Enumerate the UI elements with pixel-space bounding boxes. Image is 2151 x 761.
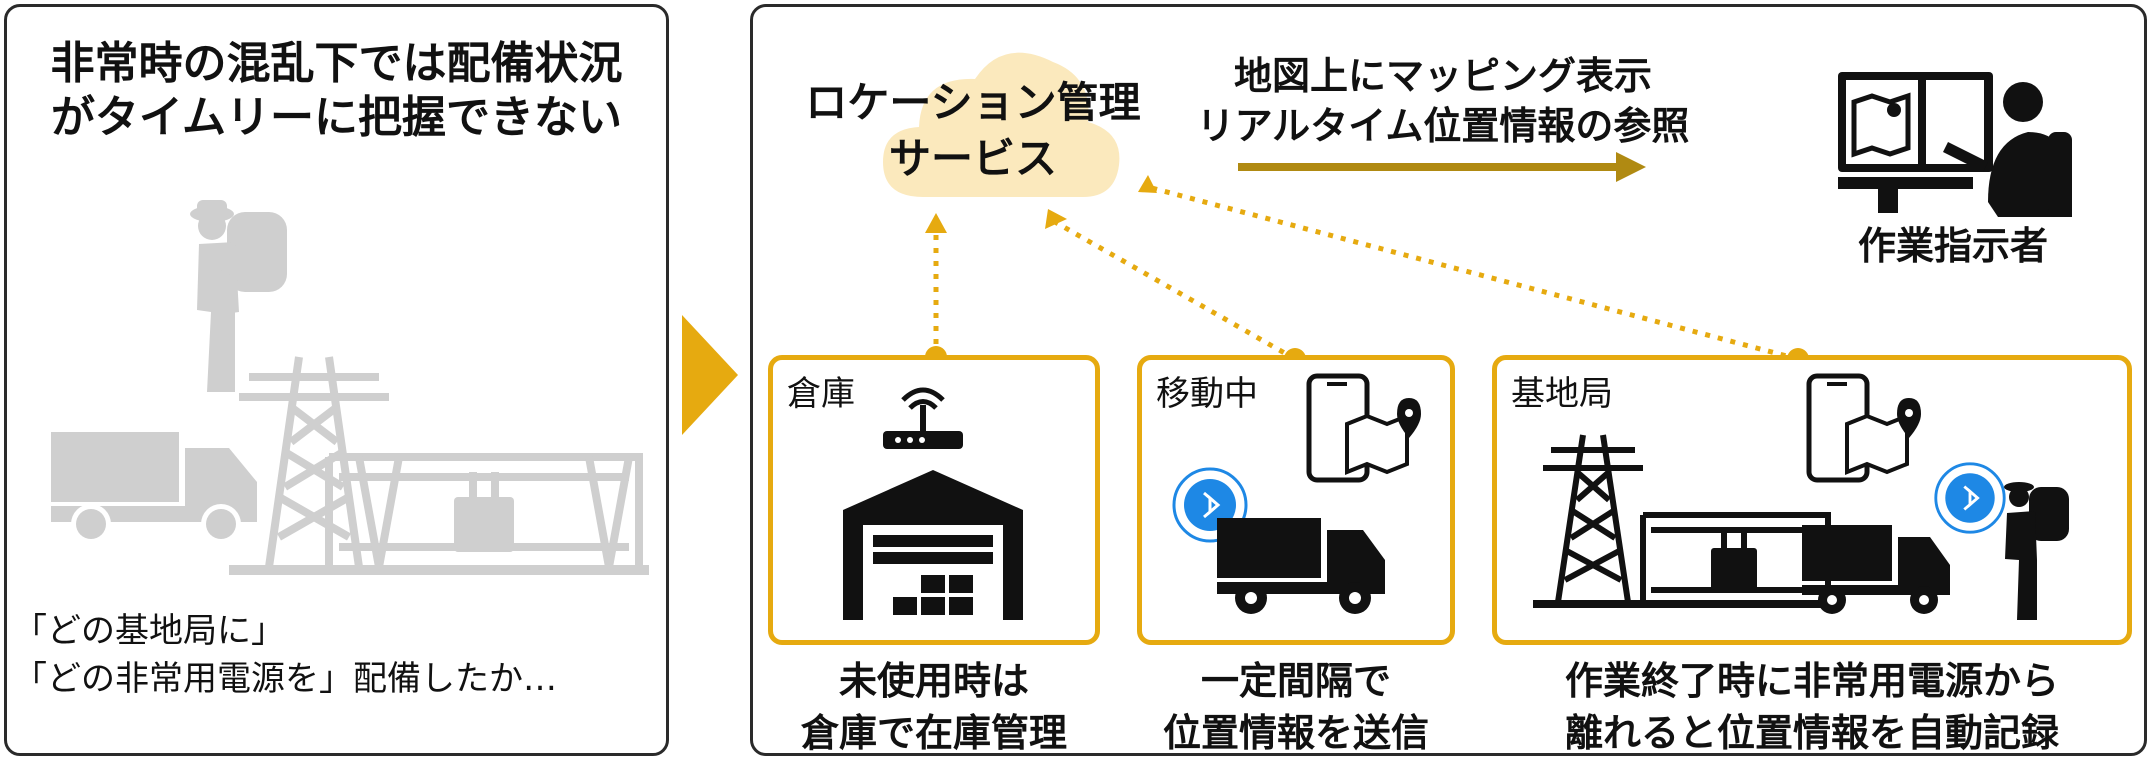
warehouse-icon	[843, 470, 1023, 620]
box-moving: 移動中	[1137, 355, 1455, 645]
transition-arrow-icon	[682, 315, 738, 435]
smartphone-map-icon-2	[1806, 373, 1921, 483]
map-arrow-icon	[1238, 152, 1646, 182]
operator-label: 作業指示者	[1857, 224, 2048, 268]
caption-warehouse-line1: 未使用時は	[838, 659, 1029, 703]
box-basestation: 基地局	[1492, 355, 2132, 645]
worker-icon	[2004, 482, 2069, 620]
cloud-label-line2: サービス	[888, 134, 1057, 183]
caption-moving: 一定間隔で 位置情報を送信	[1127, 655, 1465, 759]
transmission-tower-icon	[229, 356, 649, 575]
operator-icon	[1838, 72, 2072, 217]
left-caption: 「どの基地局に」 「どの非常用電源を」配備したか…	[13, 607, 557, 703]
cloud-icon	[883, 52, 1120, 198]
smartphone-map-icon	[1306, 373, 1421, 483]
left-panel: 非常時の混乱下では配備状況 がタイムリーに把握できない	[4, 4, 669, 756]
box-warehouse: 倉庫	[768, 355, 1100, 645]
right-panel: ロケーション管理 サービス 地図上にマッピング表示 リアルタイム位置情報の参照 …	[750, 4, 2147, 756]
box-basestation-label: 基地局	[1511, 374, 1613, 414]
delivery-truck-icon	[1217, 518, 1385, 614]
wifi-router-icon	[883, 387, 963, 449]
cloud-label: ロケーション管理 サービス	[788, 75, 1158, 187]
worker-carrying-icon	[190, 200, 287, 392]
map-label-line1: 地図上にマッピング表示	[1233, 54, 1652, 98]
left-caption-line2: 「どの非常用電源を」配備したか…	[13, 659, 557, 699]
arrowhead-warehouse-icon	[925, 213, 947, 233]
caption-moving-line2: 位置情報を送信	[1162, 711, 1429, 755]
bluetooth-icon-2	[1934, 462, 2006, 534]
caption-basestation-line1: 作業終了時に非常用電源から	[1564, 659, 2059, 703]
caption-moving-line1: 一定間隔で	[1200, 659, 1391, 703]
basestation-truck-icon	[1802, 525, 1950, 614]
caption-basestation-line2: 離れると位置情報を自動記録	[1564, 711, 2059, 755]
left-caption-line1: 「どの基地局に」	[13, 611, 285, 651]
box-moving-label: 移動中	[1156, 374, 1258, 414]
cloud-label-line1: ロケーション管理	[805, 78, 1141, 127]
caption-warehouse-line2: 倉庫で在庫管理	[800, 711, 1067, 755]
left-title-line2: がタイムリーに把握できない	[50, 92, 623, 143]
arrowhead-moving-icon	[1045, 209, 1067, 229]
truck-icon	[51, 432, 257, 544]
left-title-line1: 非常時の混乱下では配備状況	[50, 38, 623, 89]
tower-substation-icon	[1533, 434, 1833, 608]
arrowhead-basestation-icon	[1138, 175, 1157, 193]
map-label-line2: リアルタイム位置情報の参照	[1196, 104, 1690, 148]
left-title: 非常時の混乱下では配備状況 がタイムリーに把握できない	[7, 37, 666, 145]
caption-basestation: 作業終了時に非常用電源から 離れると位置情報を自動記録	[1482, 655, 2142, 759]
caption-warehouse: 未使用時は 倉庫で在庫管理	[753, 655, 1115, 759]
box-warehouse-label: 倉庫	[787, 374, 855, 414]
map-label: 地図上にマッピング表示 リアルタイム位置情報の参照	[1193, 51, 1693, 151]
